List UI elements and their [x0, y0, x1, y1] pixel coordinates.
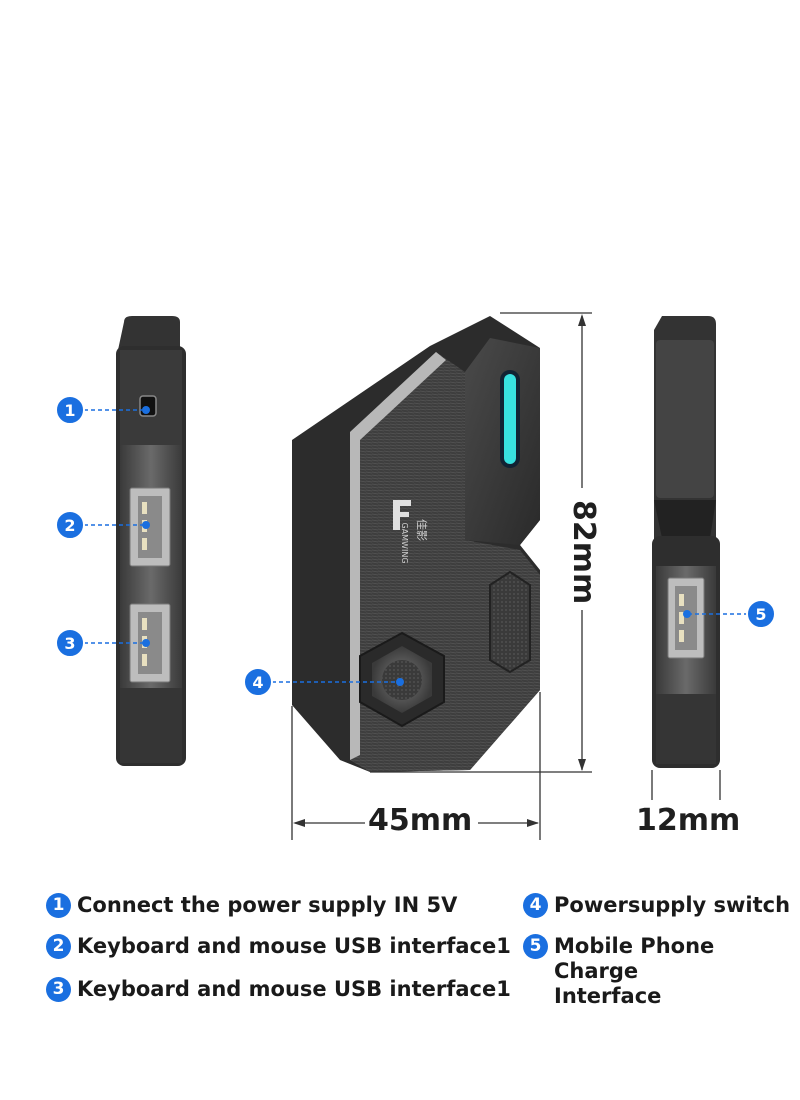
callout-badge-5: 5: [746, 599, 776, 629]
callout-badge-1: 1: [55, 395, 85, 425]
left-side-view: [116, 316, 186, 766]
legend-text: Mobile Phone Charge Interface: [554, 934, 715, 1008]
dimension-arrows: [293, 314, 586, 827]
logo-text: GAMWING: [400, 522, 409, 563]
height-dimension-label: 82mm: [566, 500, 601, 605]
callout-badge-2: 2: [55, 510, 85, 540]
legend-text: Connect the power supply IN 5V: [77, 893, 458, 917]
legend-number: 1: [46, 893, 71, 918]
width-dimension-label: 45mm: [368, 803, 473, 838]
legend-item-2: 2 Keyboard and mouse USB interface1: [46, 934, 511, 959]
depth-dimension-label: 12mm: [636, 803, 741, 838]
legend-item-3: 3 Keyboard and mouse USB interface1: [46, 977, 511, 1002]
callout-badge-3: 3: [55, 628, 85, 658]
legend-number: 3: [46, 977, 71, 1002]
front-view: GAMWING 佳影: [292, 316, 540, 772]
legend-item-1: 1 Connect the power supply IN 5V: [46, 893, 457, 918]
legend-number: 5: [523, 934, 548, 959]
callout-badge-4: 4: [243, 667, 273, 697]
callout-number: 4: [252, 673, 263, 692]
legend-item-5: 5 Mobile Phone Charge Interface: [523, 934, 793, 1009]
legend-text: Keyboard and mouse USB interface1: [77, 977, 511, 1001]
logo-cn-text: 佳影: [415, 519, 429, 541]
legend-text: Powersupply switch: [554, 893, 791, 917]
legend-item-4: 4 Powersupply switch: [523, 893, 790, 918]
legend-text: Keyboard and mouse USB interface1: [77, 934, 511, 958]
callout-number: 1: [64, 401, 75, 420]
legend-number: 4: [523, 893, 548, 918]
callout-number: 2: [64, 516, 75, 535]
callout-leaders: [84, 409, 748, 683]
legend-number: 2: [46, 934, 71, 959]
right-side-view: [652, 316, 720, 768]
callout-dots: [142, 406, 691, 686]
callout-number: 3: [64, 634, 75, 653]
brand-logo-icon: [393, 500, 411, 530]
callout-number: 5: [755, 605, 766, 624]
